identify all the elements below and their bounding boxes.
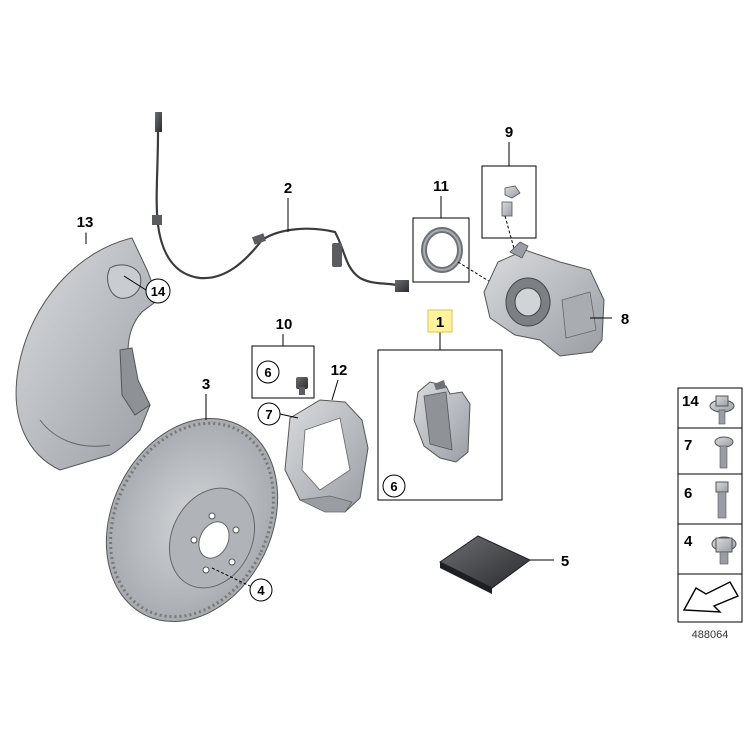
callout-box-9 xyxy=(498,120,520,142)
legend-label-14: 14 xyxy=(682,393,699,410)
callout-8[interactable]: 8 xyxy=(621,311,629,328)
guide-bolt-part[interactable] xyxy=(296,377,308,395)
legend-label-7: 7 xyxy=(684,437,692,454)
brake-caliper-part[interactable] xyxy=(483,241,605,357)
callout-box-1-highlight xyxy=(427,309,453,333)
callout-4[interactable]: 4 xyxy=(257,583,265,598)
callout-circle-6a xyxy=(256,360,280,384)
callout-circle-6b xyxy=(382,474,406,498)
screw-icon[interactable] xyxy=(714,436,734,469)
callout-box-2 xyxy=(277,176,299,198)
piston-seal-part[interactable] xyxy=(421,227,463,273)
callout-box-3 xyxy=(195,372,217,394)
brake-disc-part[interactable] xyxy=(74,390,311,651)
legend-label-6: 6 xyxy=(684,485,692,502)
dust-shield-part[interactable] xyxy=(15,237,159,471)
guide-bolt-icon[interactable] xyxy=(715,481,729,519)
callout-14[interactable]: 14 xyxy=(151,284,166,299)
callout-box-11 xyxy=(428,174,454,196)
callout-box-13 xyxy=(72,209,99,233)
fastener-legend: 14 7 6 4 xyxy=(677,387,743,623)
callout-box-12 xyxy=(327,358,351,380)
callout-3[interactable]: 3 xyxy=(202,376,210,393)
callout-circle-14 xyxy=(145,278,171,304)
callout-11[interactable]: 11 xyxy=(433,178,449,195)
lubricant-pad-part[interactable] xyxy=(439,535,531,594)
callout-box-8 xyxy=(614,307,636,329)
callout-box-5 xyxy=(554,549,576,571)
callout-7[interactable]: 7 xyxy=(265,407,272,422)
callout-9[interactable]: 9 xyxy=(505,124,513,141)
callout-10[interactable]: 10 xyxy=(276,316,293,333)
callout-box-10 xyxy=(272,312,296,334)
catalog-number: 488064 xyxy=(692,629,729,641)
callout-13[interactable]: 13 xyxy=(77,214,94,231)
wheel-stud-icon[interactable] xyxy=(711,536,737,565)
direction-arrow-icon xyxy=(682,581,740,613)
callout-2[interactable]: 2 xyxy=(284,180,292,197)
hex-bolt-icon[interactable] xyxy=(709,395,735,425)
caliper-carrier-part[interactable] xyxy=(284,399,369,513)
bleeder-screw-kit-part[interactable] xyxy=(501,185,521,217)
callout-circle-4 xyxy=(249,578,273,602)
brake-pad-set-part[interactable] xyxy=(413,380,471,463)
callout-6-bolt[interactable]: 6 xyxy=(264,365,271,380)
callout-5[interactable]: 5 xyxy=(561,553,569,570)
legend-label-4: 4 xyxy=(684,533,693,550)
wear-sensor-part[interactable] xyxy=(152,112,409,292)
callout-6-pads[interactable]: 6 xyxy=(390,479,397,494)
callout-1[interactable]: 1 xyxy=(436,314,444,331)
callout-12[interactable]: 12 xyxy=(331,362,348,379)
